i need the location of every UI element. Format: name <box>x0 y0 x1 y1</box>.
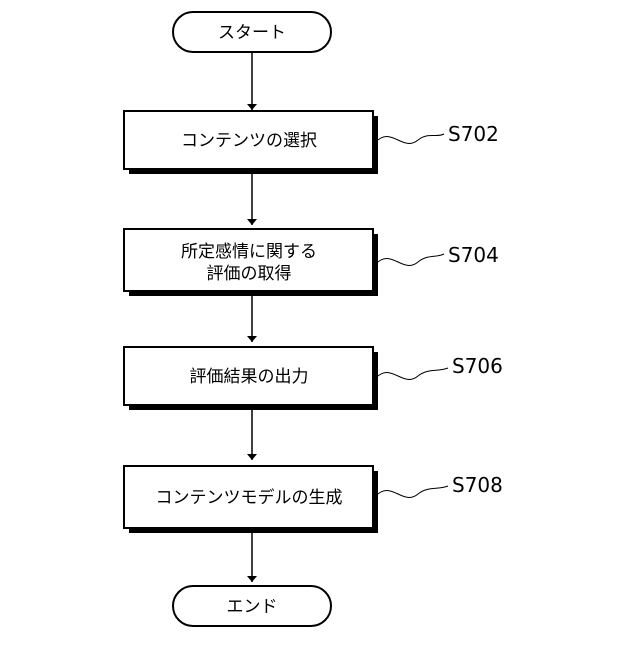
end-label: エンド <box>227 597 278 617</box>
step-s706-id: S706 <box>452 354 503 378</box>
start-label: スタート <box>218 23 286 43</box>
process-box-s706: 評価結果の出力 <box>124 347 378 410</box>
leader-s708 <box>378 486 448 497</box>
process-box-s708: コンテンツモデルの生成 <box>124 466 378 533</box>
step-s702-id: S702 <box>448 122 499 146</box>
end-terminator: エンド <box>173 586 331 626</box>
step-s706-label: 評価結果の出力 <box>190 367 309 387</box>
step-s704-label-line-1: 所定感情に関する <box>181 242 317 262</box>
leader-s702 <box>378 134 444 143</box>
step-s704-id: S704 <box>448 243 499 267</box>
step-s704-label-line-2: 評価の取得 <box>207 264 292 284</box>
start-terminator: スタート <box>173 12 331 52</box>
step-s708-label: コンテンツモデルの生成 <box>156 487 343 508</box>
step-s708-id: S708 <box>452 473 503 497</box>
process-box-s704: 所定感情に関する 評価の取得 <box>124 229 378 296</box>
step-s702-label: コンテンツの選択 <box>181 131 317 151</box>
leader-s706 <box>378 368 448 379</box>
process-box-s702: コンテンツの選択 <box>124 111 378 174</box>
leader-s704 <box>378 254 444 265</box>
